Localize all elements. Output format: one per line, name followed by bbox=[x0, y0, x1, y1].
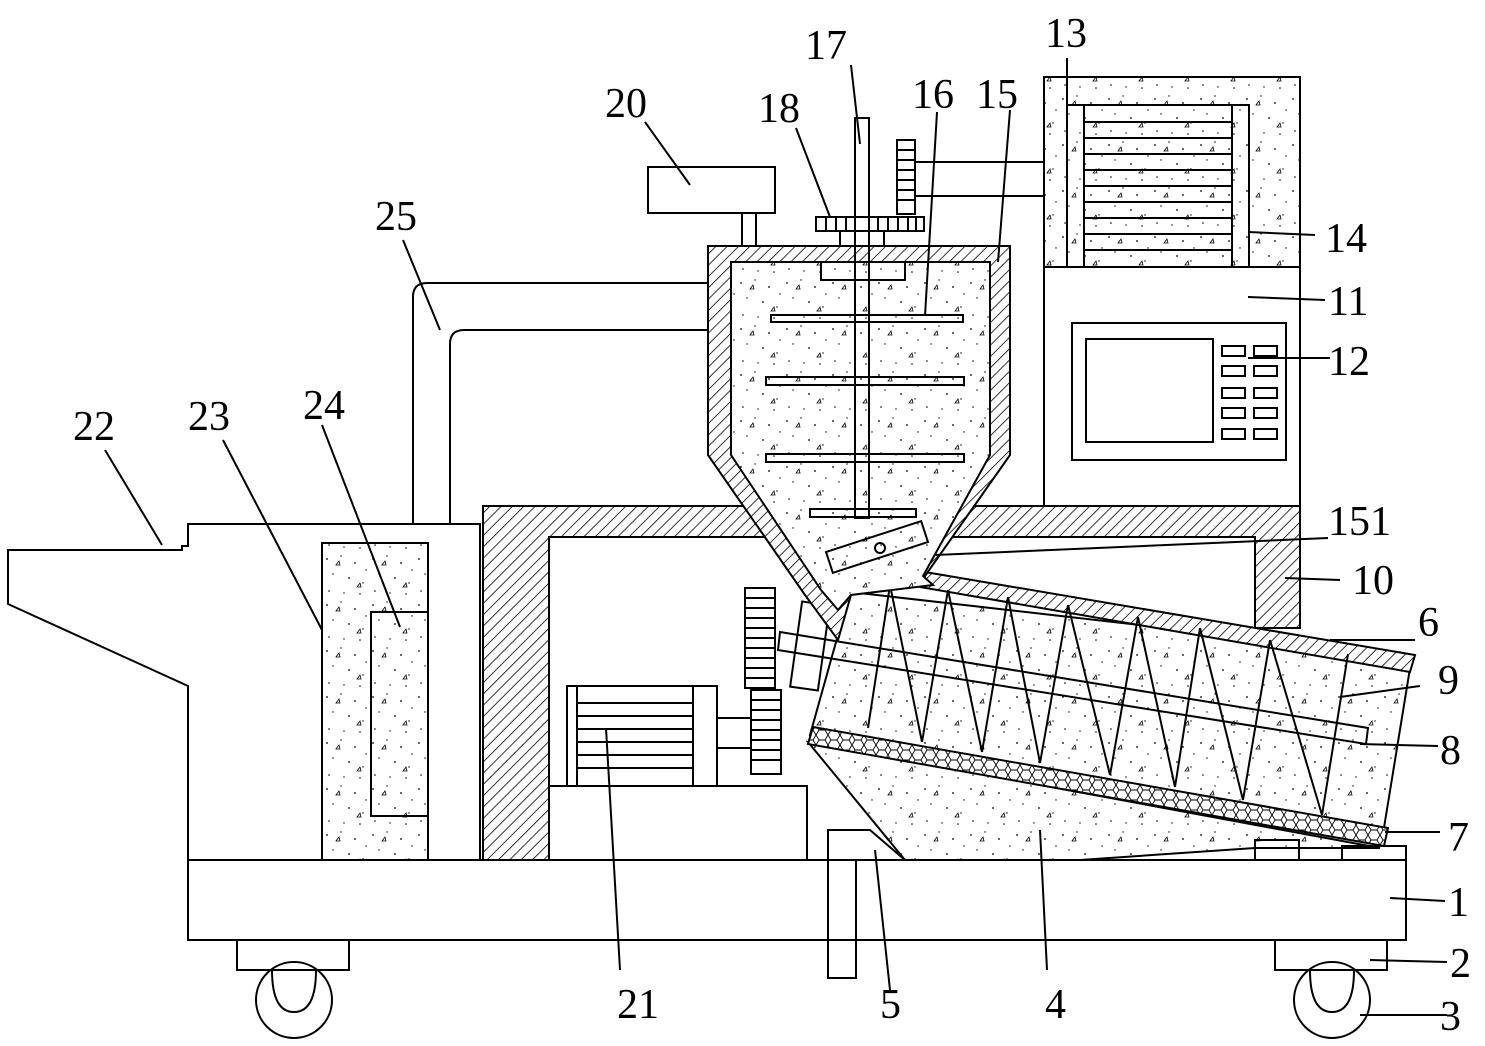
control-panel bbox=[1071, 322, 1287, 461]
motor-housing bbox=[1043, 76, 1301, 268]
label-7: 7 bbox=[1448, 815, 1469, 861]
label-18: 18 bbox=[758, 86, 800, 132]
motor-platform bbox=[549, 785, 808, 861]
label-9: 9 bbox=[1438, 658, 1459, 704]
base-platform bbox=[187, 859, 1407, 941]
filter-element bbox=[370, 611, 429, 817]
label-15: 15 bbox=[976, 72, 1018, 118]
label-11: 11 bbox=[1328, 279, 1368, 325]
label-4: 4 bbox=[1045, 982, 1066, 1028]
connecting-pipe bbox=[412, 282, 731, 524]
label-17: 17 bbox=[805, 23, 847, 69]
label-10: 10 bbox=[1352, 558, 1394, 604]
discharge-valve bbox=[824, 519, 930, 575]
leader-lines bbox=[104, 58, 1448, 1016]
driven-gear bbox=[744, 587, 776, 689]
label-23: 23 bbox=[188, 394, 230, 440]
label-5: 5 bbox=[880, 982, 901, 1028]
stirrer-blades bbox=[765, 314, 965, 518]
label-1: 1 bbox=[1448, 880, 1469, 926]
left-wheel bbox=[255, 961, 333, 1039]
label-22: 22 bbox=[73, 404, 115, 450]
motor-gear bbox=[896, 139, 1067, 215]
dust-collector-box bbox=[321, 542, 429, 861]
label-16: 16 bbox=[912, 72, 954, 118]
collection-hopper bbox=[805, 740, 1381, 861]
label-2: 2 bbox=[1450, 941, 1471, 987]
level-sensor bbox=[647, 166, 776, 247]
mixing-tank-interior bbox=[730, 261, 991, 612]
discharge-pipe bbox=[827, 829, 908, 979]
drive-gear bbox=[750, 689, 782, 775]
feed-inlet-cabinet bbox=[7, 523, 481, 861]
label-12: 12 bbox=[1328, 339, 1370, 385]
support-frame bbox=[482, 505, 1301, 861]
stirrer-gear bbox=[815, 216, 925, 247]
label-21: 21 bbox=[617, 982, 659, 1028]
label-25: 25 bbox=[375, 194, 417, 240]
right-wheel bbox=[1293, 961, 1371, 1039]
label-14: 14 bbox=[1325, 216, 1367, 262]
label-8: 8 bbox=[1440, 728, 1461, 774]
stirring-motor bbox=[1066, 104, 1250, 268]
screw-blades bbox=[867, 584, 1349, 816]
control-cabinet bbox=[1043, 266, 1301, 507]
label-20: 20 bbox=[605, 81, 647, 127]
label-3: 3 bbox=[1440, 994, 1461, 1040]
label-6: 6 bbox=[1418, 600, 1439, 646]
label-151: 151 bbox=[1328, 499, 1391, 545]
left-foot bbox=[236, 939, 350, 971]
right-foot bbox=[1274, 939, 1388, 971]
label-13: 13 bbox=[1045, 11, 1087, 57]
conveyor-supports bbox=[1254, 839, 1407, 861]
label-24: 24 bbox=[303, 383, 345, 429]
drive-motor bbox=[566, 685, 752, 787]
